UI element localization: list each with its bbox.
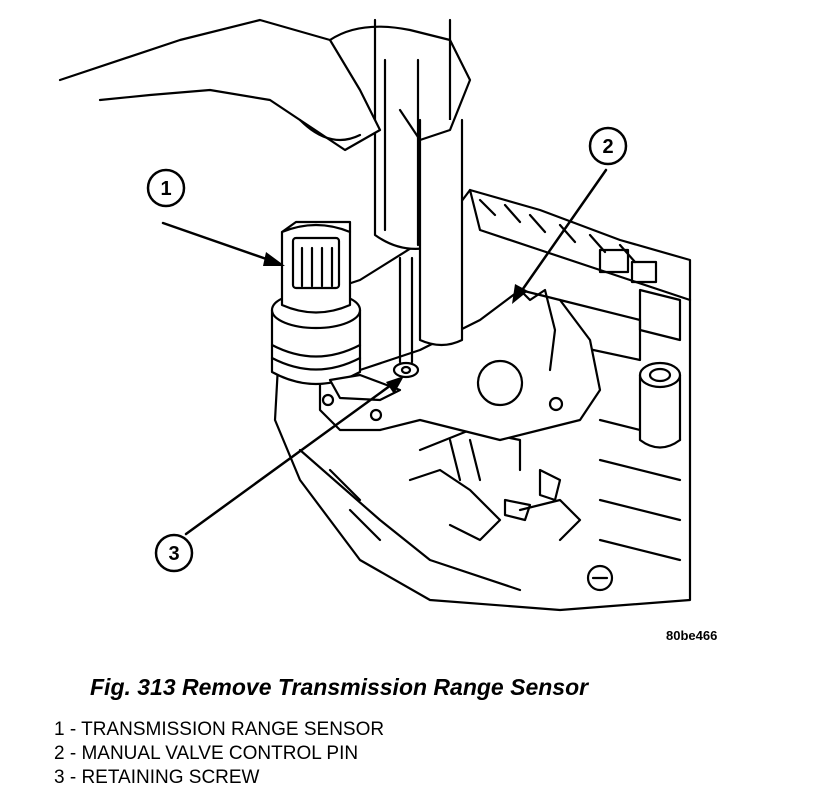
- screwdriver: [373, 18, 464, 379]
- callout-circle-3: [154, 533, 194, 573]
- leader-line-3: [184, 378, 400, 536]
- legend-list: 1 - TRANSMISSION RANGE SENSOR 2 - MANUAL…: [54, 718, 384, 790]
- callout-number-2: 2: [602, 136, 613, 158]
- arrow-head-3: [386, 376, 404, 394]
- arrow-head-2: [512, 284, 528, 304]
- range-sensor: [270, 220, 402, 402]
- figure-code: 80be466: [666, 628, 718, 643]
- legend-item-1: 1 - TRANSMISSION RANGE SENSOR: [54, 719, 385, 740]
- control-pin-cylinder: [638, 361, 682, 449]
- leader-lines: [161, 168, 608, 536]
- callout-circle-2: [588, 126, 628, 166]
- callout-circle-1: [146, 168, 186, 208]
- figure-caption: Fig. 313 Remove Transmission Range Senso…: [90, 674, 589, 700]
- callout-circles: [146, 126, 628, 573]
- legend-item-2: 2 - MANUAL VALVE CONTROL PIN: [54, 743, 359, 764]
- hand: [58, 18, 472, 152]
- callout-number-3: 3: [168, 543, 179, 565]
- legend-item-3: 3 - RETAINING SCREW: [54, 767, 260, 788]
- callout-number-1: 1: [160, 178, 171, 200]
- technical-illustration: 1 2 3: [58, 18, 692, 612]
- leader-line-1: [161, 221, 277, 264]
- arrow-heads: [263, 252, 528, 394]
- leader-line-2: [516, 168, 608, 298]
- arrow-head-1: [263, 252, 285, 266]
